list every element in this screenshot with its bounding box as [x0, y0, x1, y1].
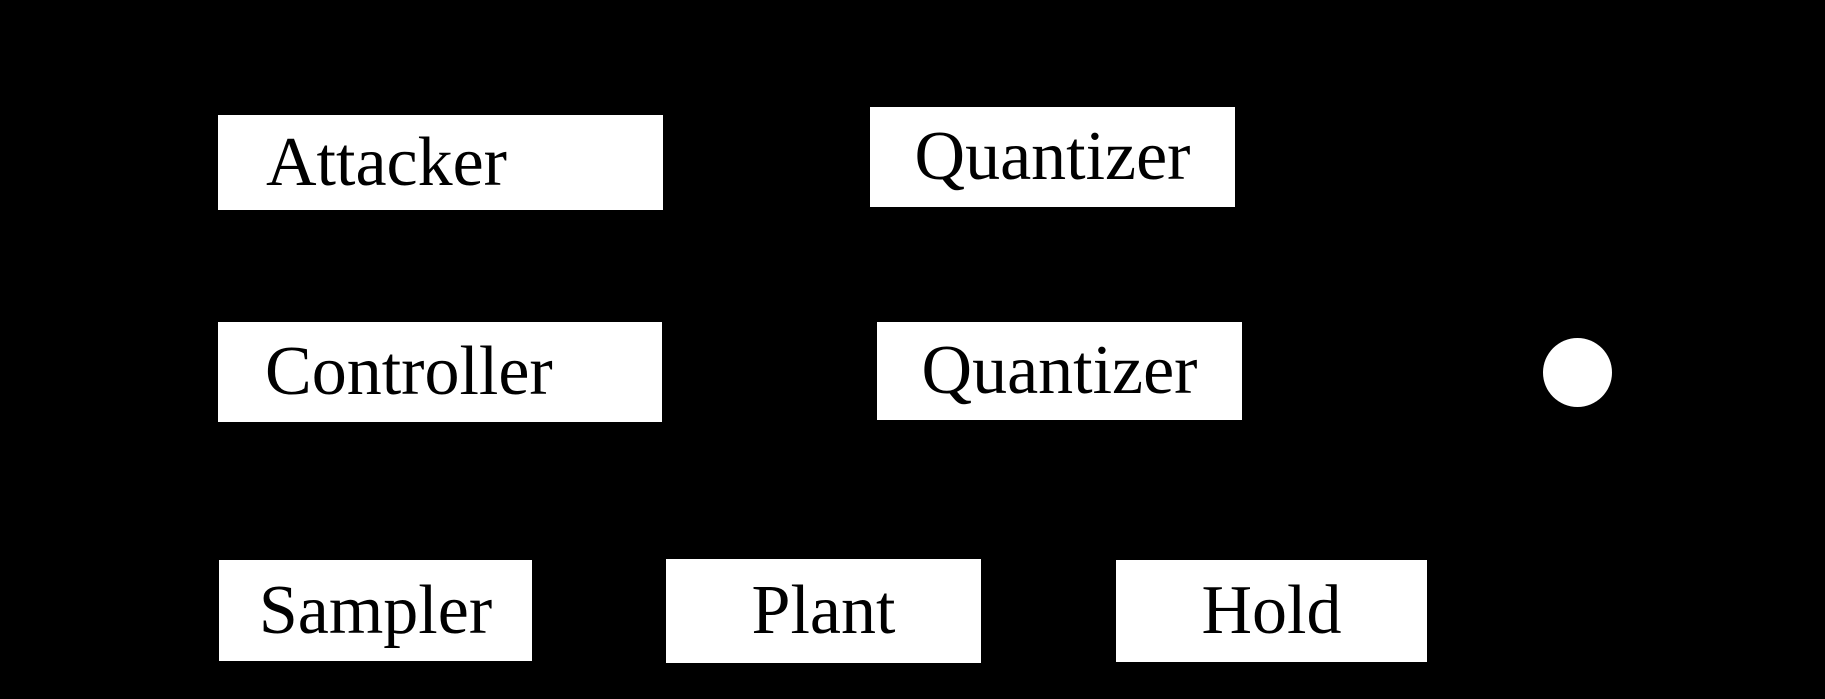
node-plant-label: Plant [751, 572, 896, 649]
node-plant: Plant [666, 559, 981, 663]
node-attacker: Attacker [218, 115, 663, 210]
node-quantizer-mid: Quantizer [877, 322, 1242, 420]
node-controller: Controller [218, 322, 662, 422]
node-attacker-label: Attacker [266, 123, 507, 201]
node-hold: Hold [1116, 560, 1427, 662]
node-hold-label: Hold [1201, 572, 1342, 649]
node-sampler: Sampler [219, 560, 532, 661]
node-controller-label: Controller [265, 333, 553, 410]
node-quantizer-mid-label: Quantizer [921, 332, 1198, 409]
circle-junction-node [1543, 338, 1612, 407]
node-quantizer-top-label: Quantizer [914, 118, 1191, 195]
node-quantizer-top: Quantizer [870, 107, 1235, 207]
node-sampler-label: Sampler [258, 571, 493, 649]
